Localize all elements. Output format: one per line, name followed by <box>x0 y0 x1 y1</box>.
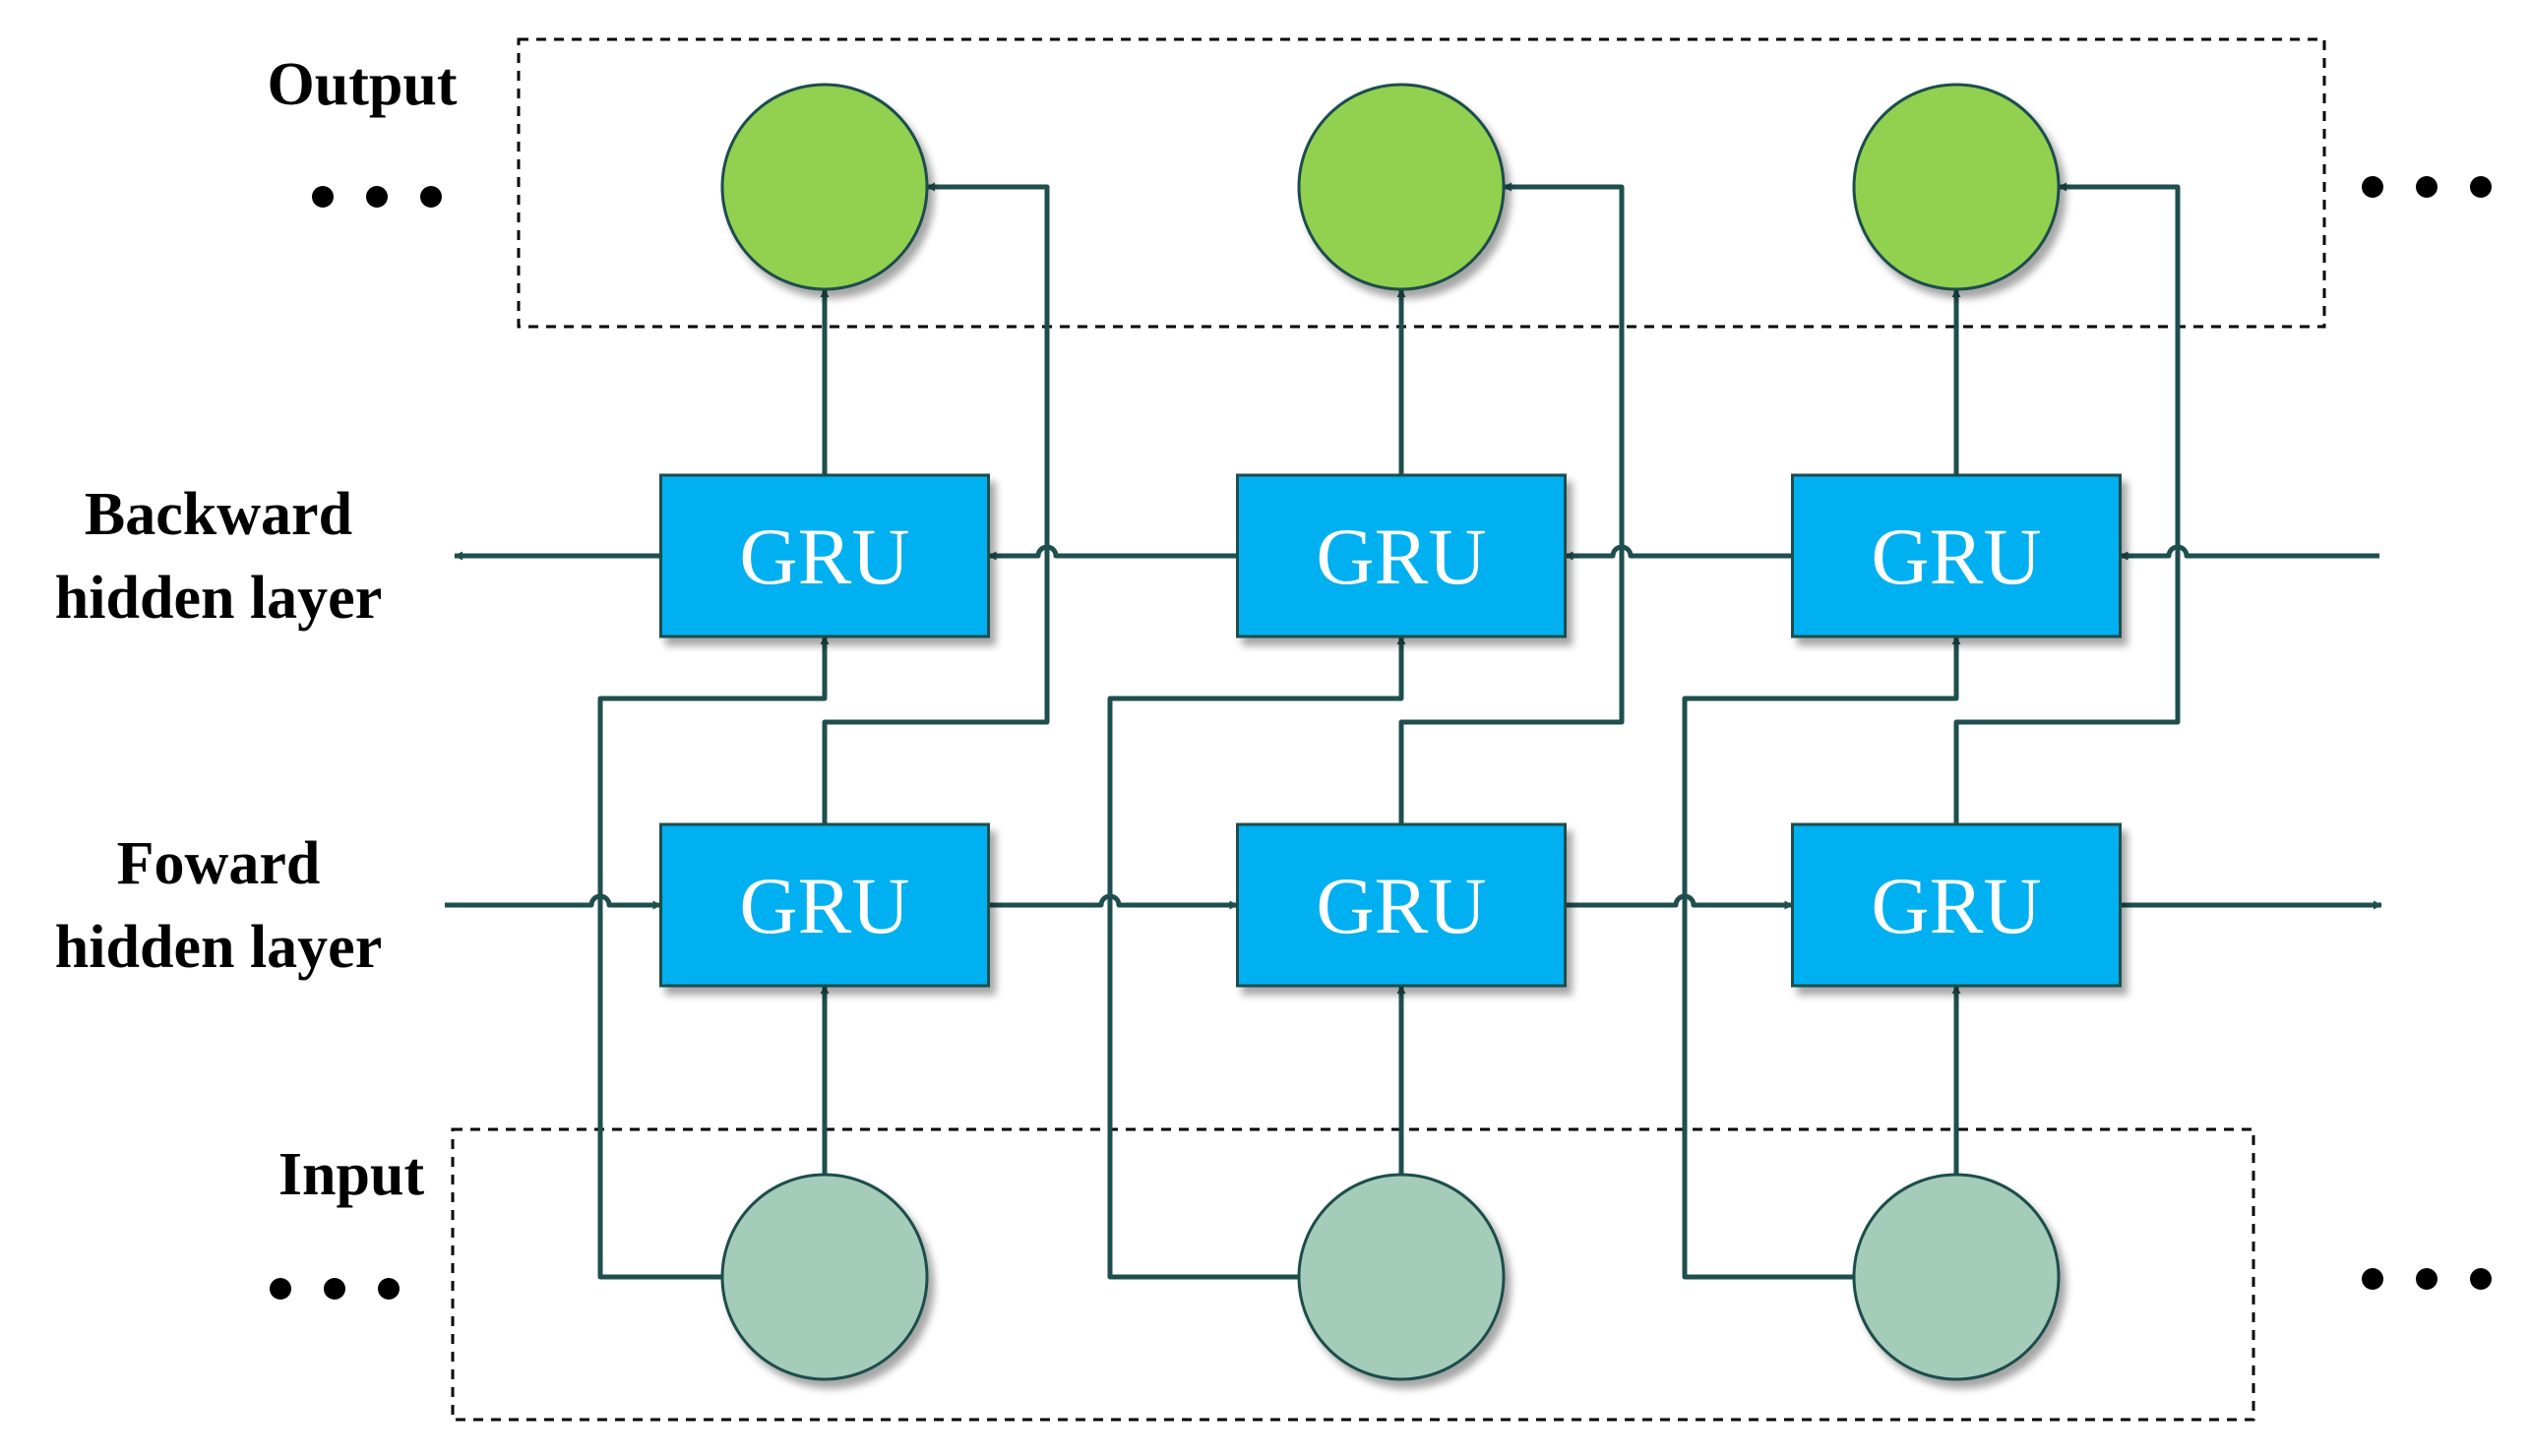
backward-line-1 <box>987 544 1238 561</box>
forward-gru-1: GRU <box>659 822 990 988</box>
backward-line-2 <box>1564 544 1793 561</box>
forward-gru-2-label: GRU <box>1316 861 1486 950</box>
ellipsis-top-right <box>2362 176 2492 198</box>
forward-gru-2-box <box>1236 822 1567 988</box>
forward-line-in <box>445 893 662 910</box>
input-to-backward-1 <box>597 636 830 1280</box>
backward-gru-2-label: GRU <box>1316 512 1486 601</box>
forward-to-output-1 <box>822 182 1050 824</box>
forward-gru-2: GRU <box>1236 822 1567 988</box>
input-to-backward-3 <box>1682 636 1961 1280</box>
backward-label-line1: Backward <box>85 481 352 548</box>
backward-line-in <box>2119 544 2379 561</box>
input-node-1 <box>720 1173 929 1381</box>
backward-gru-1-label: GRU <box>739 512 909 601</box>
backward-gru-1-box <box>659 473 990 638</box>
input-node-3 <box>1852 1173 2061 1381</box>
forward-to-output-3 <box>1953 182 2181 824</box>
forward-gru-1-label: GRU <box>739 861 909 950</box>
backward-label-line2: hidden layer <box>55 565 382 632</box>
forward-line-1 <box>988 893 1239 910</box>
forward-gru-3: GRU <box>1791 822 2122 988</box>
output-node-3 <box>1852 83 2061 291</box>
forward-label-line1: Foward <box>117 830 321 897</box>
input-to-backward-2 <box>1107 636 1406 1280</box>
output-region-box <box>517 37 2326 329</box>
backward-gru-3: GRU <box>1791 473 2122 638</box>
output-node-1 <box>720 83 929 291</box>
gru-blocks: GRU GRU GRU GRU GRU GRU <box>659 473 2122 988</box>
forward-label-line2: hidden layer <box>55 914 382 981</box>
forward-to-output-2 <box>1398 182 1625 824</box>
output-node-2 <box>1297 83 1506 291</box>
backward-gru-2: GRU <box>1236 473 1567 638</box>
nodes <box>720 83 2061 1381</box>
forward-line-2 <box>1565 893 1794 910</box>
backward-gru-3-box <box>1791 473 2122 638</box>
output-label: Output <box>268 51 458 118</box>
input-node-2 <box>1297 1173 1506 1381</box>
ellipsis-bottom-left <box>270 1278 400 1300</box>
backward-gru-2-box <box>1236 473 1567 638</box>
connection-lines <box>445 182 2382 1280</box>
forward-gru-3-label: GRU <box>1871 861 2041 950</box>
backward-gru-3-label: GRU <box>1871 512 2041 601</box>
backward-gru-1: GRU <box>659 473 990 638</box>
ellipsis-top-left <box>312 186 442 208</box>
ellipsis-bottom-right <box>2362 1268 2492 1290</box>
input-label: Input <box>278 1141 425 1208</box>
forward-gru-3-box <box>1791 822 2122 988</box>
forward-gru-1-box <box>659 822 990 988</box>
